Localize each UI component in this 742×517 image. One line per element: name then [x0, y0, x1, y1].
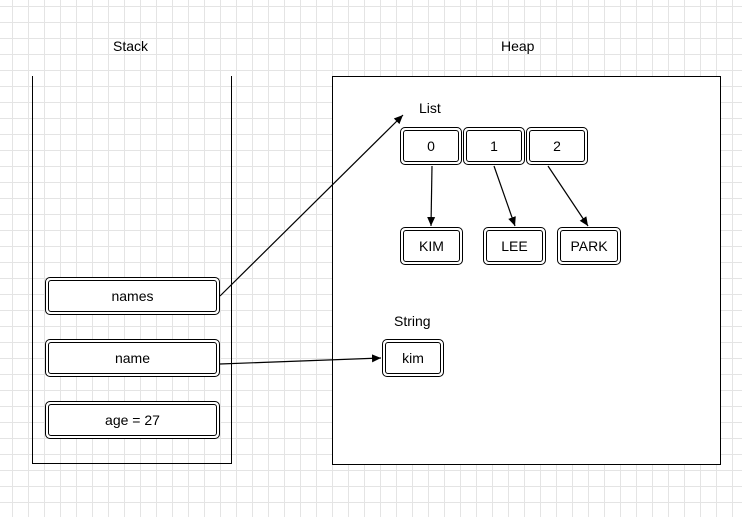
list-title: List	[419, 100, 441, 116]
stack-cell-label: names	[48, 280, 217, 312]
list-value-park: PARK	[557, 227, 621, 265]
stack-cell-label: age = 27	[48, 404, 217, 436]
stack-cell-label: name	[48, 342, 217, 374]
list-index-2: 2	[526, 127, 588, 165]
string-title: String	[394, 313, 431, 329]
string-value-label: kim	[385, 342, 441, 374]
list-value-label: LEE	[486, 230, 543, 262]
list-value-label: PARK	[560, 230, 618, 262]
stack-cell-name: name	[45, 339, 220, 377]
list-index-1: 1	[463, 127, 525, 165]
stack-title: Stack	[113, 38, 149, 54]
list-value-kim: KIM	[400, 227, 463, 265]
list-value-lee: LEE	[483, 227, 546, 265]
string-value-cell: kim	[382, 339, 444, 377]
list-index-label: 2	[529, 130, 585, 162]
list-index-label: 0	[403, 130, 459, 162]
heap-title: Heap	[501, 38, 535, 54]
list-index-0: 0	[400, 127, 462, 165]
list-value-label: KIM	[403, 230, 460, 262]
list-index-label: 1	[466, 130, 522, 162]
stack-cell-age: age = 27	[45, 401, 220, 439]
stack-cell-names: names	[45, 277, 220, 315]
